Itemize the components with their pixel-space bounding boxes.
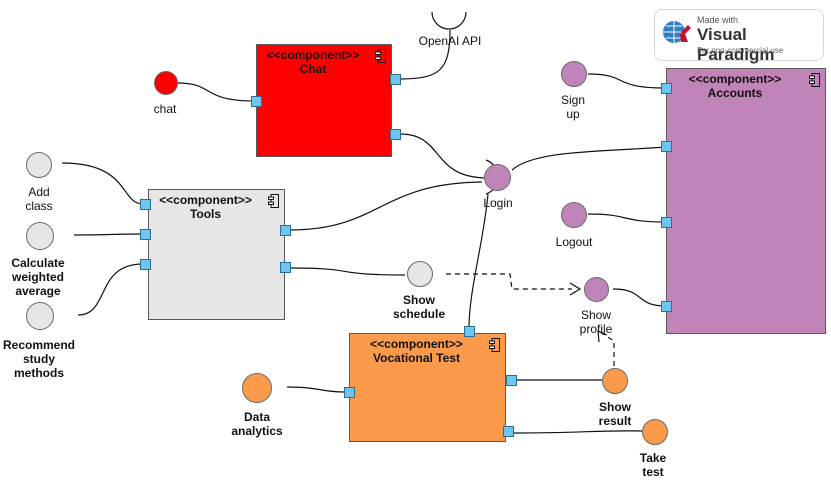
port-voc-top[interactable] [464,326,475,337]
port-chat-left[interactable] [251,96,262,107]
component-name: Accounts [707,86,763,100]
wire-logout-accounts [587,213,667,223]
wire-tools-schedule [289,267,406,276]
component-icon [809,73,820,87]
watermark-made-with: Made with [697,15,739,25]
port-tools-right-1[interactable] [280,225,291,236]
port-chat-right-bottom[interactable] [390,129,401,140]
component-stereotype: <<component>> [688,72,782,86]
watermark-note: For non-commercial use [697,46,784,55]
interface-signup[interactable] [561,61,587,87]
component-accounts[interactable]: <<component>> Accounts [666,68,826,334]
label-show-schedule: Show schedule [392,293,446,321]
label-take-test: Take test [639,451,667,479]
port-tools-right-2[interactable] [280,262,291,273]
interface-logout[interactable] [561,202,587,228]
dependency-result-profile [599,331,615,366]
interface-calculate-average[interactable] [26,222,54,250]
visual-paradigm-watermark: Made with Visual Paradigm For non-commer… [654,9,824,64]
component-chat[interactable]: <<component>> Chat [256,44,392,157]
interface-take-test[interactable] [642,419,668,445]
openai-socket [431,11,467,30]
component-stereotype: <<component>> [370,337,463,351]
interface-login[interactable] [484,164,511,191]
label-data-analytics: Data analytics [231,410,283,438]
label-login: Login [483,196,513,210]
component-vocational-test[interactable]: <<component>> Vocational Test [349,333,506,442]
port-voc-right-1[interactable] [506,375,517,386]
port-tools-left-3[interactable] [140,259,151,270]
dependency-arrowhead-1 [569,282,582,296]
wire-chat-iface [177,82,257,102]
wire-voc-taketest [513,430,643,434]
label-calculate-weighted-average: Calculate weighted average [11,256,65,298]
visual-paradigm-logo-icon [663,21,691,43]
port-chat-right-top[interactable] [390,74,401,85]
wire-voc-login [468,193,489,329]
port-voc-right-2[interactable] [503,426,514,437]
label-logout: Logout [555,235,593,249]
component-tools[interactable]: <<component>> Tools [148,189,285,320]
label-signup: Sign up [560,93,586,121]
label-add-class: Add class [25,185,53,213]
watermark-brand: Visual Paradigm [697,25,775,64]
interface-data-analytics[interactable] [242,373,272,403]
label-openai-api: OpenAI API [418,34,482,48]
wire-addclass-tools [61,162,144,205]
label-chat-interface: chat [153,102,177,116]
wire-login-accounts [511,146,667,171]
label-show-profile: Show profile [579,308,613,336]
port-accounts-4[interactable] [661,301,672,312]
interface-show-schedule[interactable] [407,261,433,287]
wire-profile-accounts [612,288,667,307]
dependency-arrowhead-2 [597,330,608,343]
interface-show-result[interactable] [602,368,628,394]
wire-chat-login [399,133,489,179]
wire-tools-login [289,181,483,231]
interface-chat[interactable] [154,71,178,95]
label-show-result: Show result [598,400,632,428]
dependency-schedule-profile [446,273,572,290]
port-accounts-3[interactable] [661,217,672,228]
component-name: Tools [189,207,222,221]
component-stereotype: <<component>> [266,48,360,62]
component-icon [375,49,386,63]
component-name: Chat [299,62,327,76]
component-name: Vocational Test [373,351,460,365]
port-accounts-2[interactable] [661,141,672,152]
component-icon [489,338,500,352]
port-tools-left-2[interactable] [140,229,151,240]
component-icon [268,194,279,208]
interface-recommend[interactable] [26,302,54,330]
port-tools-left-1[interactable] [140,199,151,210]
interface-add-class[interactable] [26,152,52,178]
wire-recommend-tools [77,263,144,316]
wire-calc-tools [73,233,144,236]
wire-signup-accounts [587,73,667,89]
interface-show-profile[interactable] [584,277,609,302]
wire-analytics-voc [286,386,346,393]
port-voc-left[interactable] [344,387,355,398]
port-accounts-1[interactable] [661,83,672,94]
label-recommend-study-methods: Recommend study methods [2,338,76,380]
wire-chat-openai [399,29,451,80]
component-stereotype: <<component>> [159,193,252,207]
